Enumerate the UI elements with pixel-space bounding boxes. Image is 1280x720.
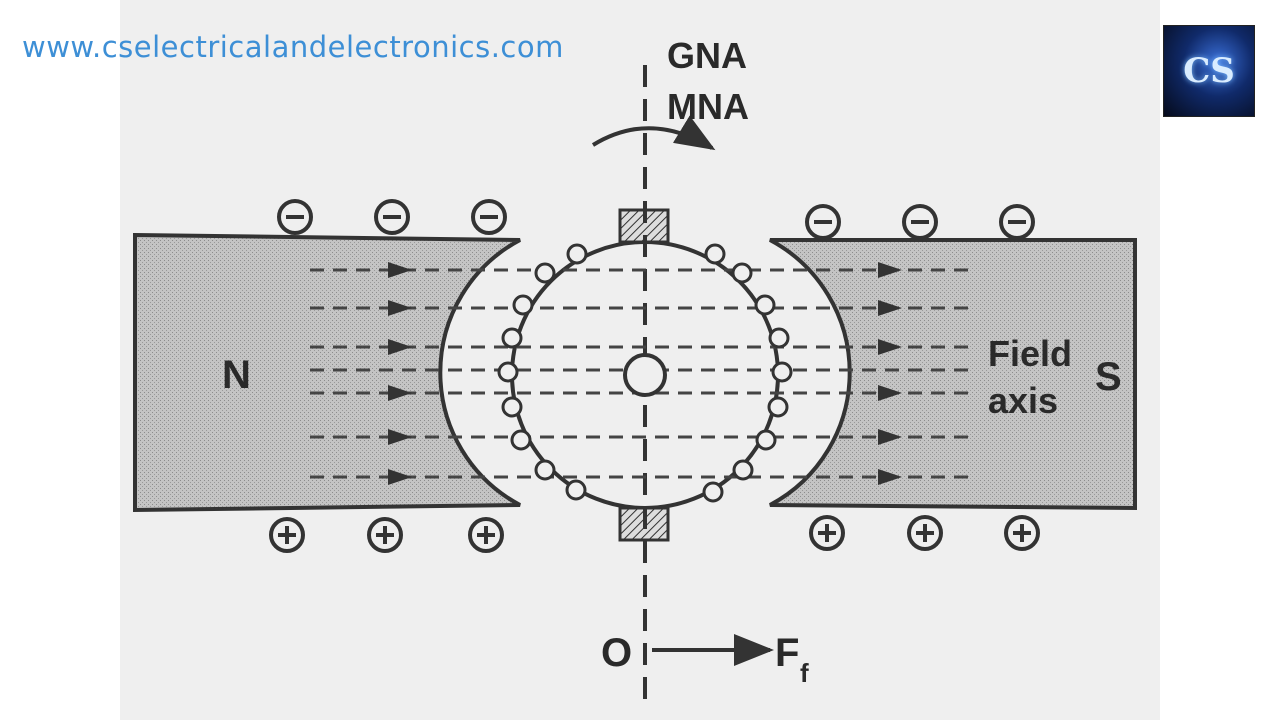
- field-axis-label-line1: Field: [988, 333, 1072, 374]
- armature-conductors: [497, 243, 793, 503]
- mna-label: MNA: [667, 86, 749, 127]
- plus-signs: [278, 524, 1031, 544]
- minus-signs: [286, 215, 1026, 224]
- north-pole-piece: [133, 232, 521, 513]
- gna-label: GNA: [667, 35, 747, 76]
- north-pole-label: N: [222, 353, 251, 397]
- website-url-watermark[interactable]: www.cselectricalandelectronics.com: [22, 30, 564, 64]
- south-pole-piece: [769, 238, 1137, 511]
- rotation-arrow: [591, 115, 716, 151]
- site-logo[interactable]: CS: [1163, 25, 1255, 117]
- field-axis-label-line2: axis: [988, 380, 1058, 421]
- origin-label: O: [601, 631, 632, 675]
- force-subscript: f: [800, 658, 809, 688]
- south-pole-label: S: [1095, 355, 1122, 399]
- force-label: F: [775, 631, 799, 675]
- logo-icon: CS: [1183, 51, 1235, 91]
- field-line-arrows: [388, 262, 902, 485]
- armature-shaft: [623, 353, 667, 397]
